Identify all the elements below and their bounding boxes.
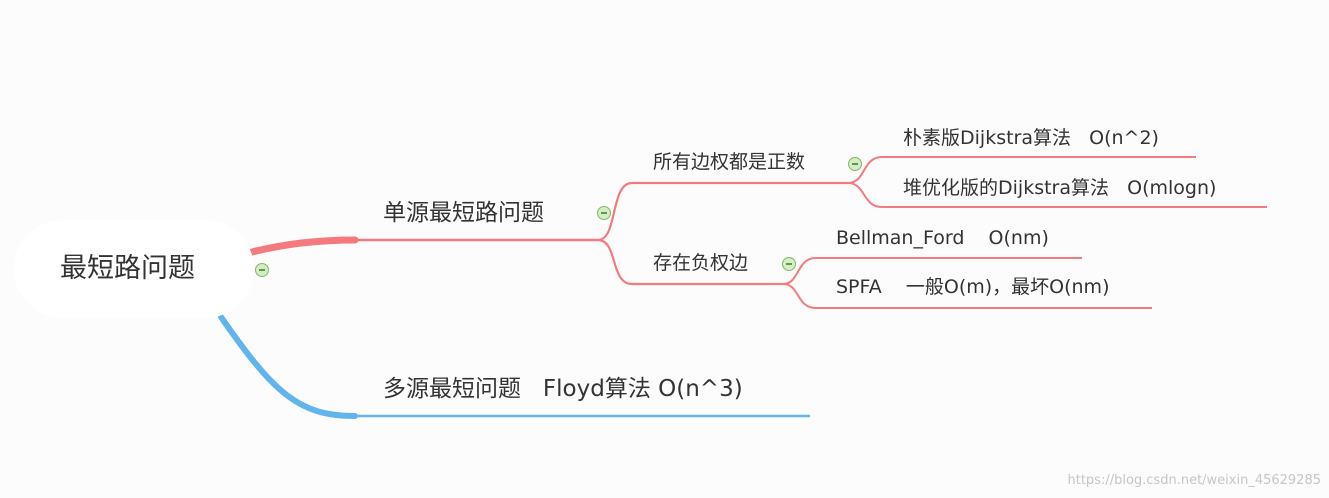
node-heap-dijkstra[interactable]: 堆优化版的Dijkstra算法 O(mlogn) <box>903 177 1217 199</box>
connector-negative-bellman <box>782 257 1082 285</box>
watermark-text: https://blog.csdn.net/weixin_45629285 <box>1067 473 1321 488</box>
connector-positive-heap <box>847 182 1267 208</box>
connector-positive-naive <box>847 156 1196 184</box>
connector-root-single <box>248 236 359 256</box>
collapse-minus-icon[interactable] <box>848 157 862 171</box>
connector-root-multi <box>218 314 358 419</box>
collapse-minus-icon[interactable] <box>255 263 269 277</box>
collapse-minus-icon[interactable] <box>782 257 796 271</box>
root-label: 最短路问题 <box>60 253 195 284</box>
node-spfa[interactable]: SPFA 一般O(m)，最坏O(nm) <box>836 276 1110 298</box>
connector-negative-spfa <box>782 283 1152 309</box>
collapse-minus-icon[interactable] <box>597 206 611 220</box>
node-bellman-ford[interactable]: Bellman_Ford O(nm) <box>836 227 1049 249</box>
connector-single-negative <box>597 238 783 286</box>
node-all-positive[interactable]: 所有边权都是正数 <box>653 151 806 173</box>
node-multi-source[interactable]: 多源最短问题 Floyd算法 O(n^3) <box>383 376 743 402</box>
node-naive-dijkstra[interactable]: 朴素版Dijkstra算法 O(n^2) <box>903 127 1159 149</box>
node-single-source[interactable]: 单源最短路问题 <box>383 200 544 226</box>
root-node[interactable] <box>14 220 254 318</box>
connector-single-positive <box>597 181 848 242</box>
node-negative-edge[interactable]: 存在负权边 <box>653 252 749 274</box>
